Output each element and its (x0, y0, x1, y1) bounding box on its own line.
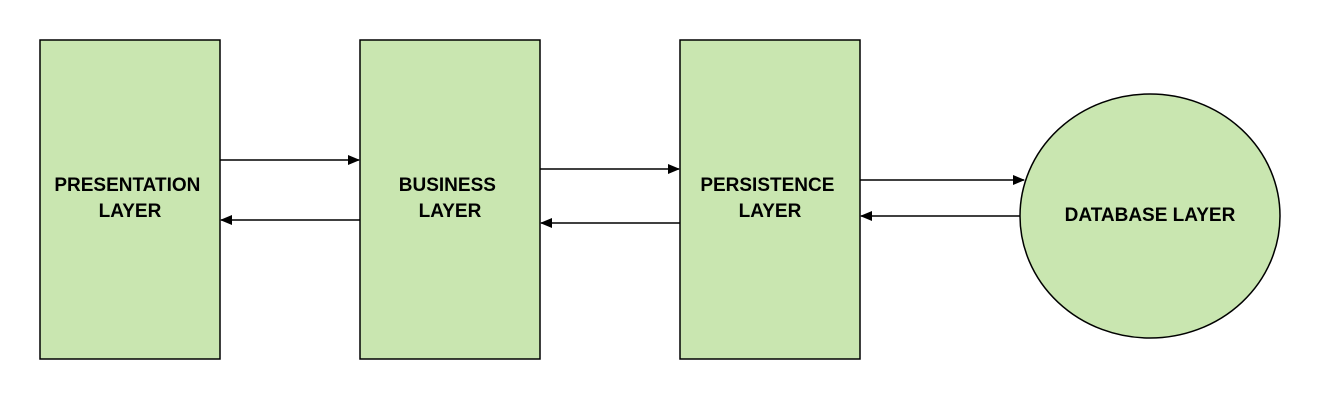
persistence-layer-label: PERSISTENCE LAYER (700, 175, 839, 222)
business-layer-label: BUSINESS LAYER (399, 175, 501, 222)
database-layer-label: DATABASE LAYER (1065, 205, 1236, 226)
business-layer-box (359, 39, 541, 360)
business-layer-label-line2: LAYER (419, 201, 482, 222)
persistence-layer-label-line1: PERSISTENCE (700, 175, 834, 196)
persistence-layer-label-line2: LAYER (739, 201, 802, 222)
presentation-layer-box (39, 39, 221, 360)
presentation-layer-label: PRESENTATION LAYER (54, 175, 205, 222)
presentation-layer-label-line2: LAYER (99, 201, 162, 222)
presentation-layer-label-line1: PRESENTATION (54, 175, 200, 196)
persistence-layer-box (679, 39, 861, 360)
business-layer-label-line1: BUSINESS (399, 175, 496, 196)
